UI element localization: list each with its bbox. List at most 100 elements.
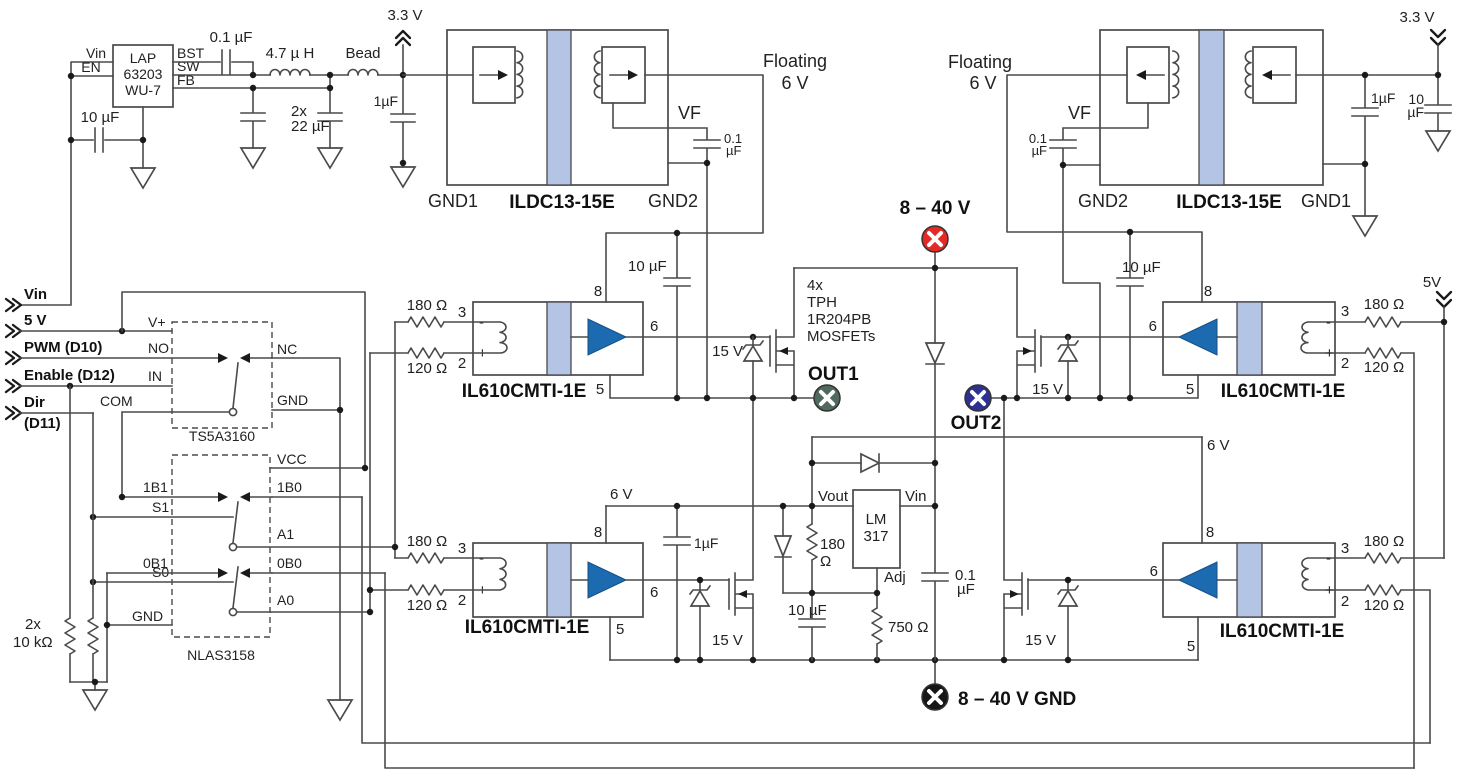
neg-tr: - xyxy=(1326,314,1331,331)
pulldown-qty-label: 2x xyxy=(25,616,41,633)
switch-pivot xyxy=(228,607,238,617)
gnd1-label: GND1 xyxy=(428,191,478,211)
isolator-coil-icon xyxy=(472,321,508,354)
isolator-bottom-right: - + 180 Ω 120 Ω 3 2 8 6 5 IL610CMTI-1E xyxy=(1027,436,1445,744)
zener-tr-label: 15 V xyxy=(1032,381,1063,398)
pin8-tr: 8 xyxy=(1204,283,1212,300)
nlas-s1-label: S1 xyxy=(152,499,169,515)
banana-jack-out1-icon xyxy=(813,384,841,412)
r180-bl-label: 180 Ω xyxy=(407,533,447,550)
ts5a-name: TS5A3160 xyxy=(189,428,255,444)
ground-icon xyxy=(129,167,157,190)
ts5a-nc-label: NC xyxy=(277,341,297,357)
ground-icon xyxy=(389,166,417,189)
pin5-br: 5 xyxy=(1187,638,1195,655)
mosfet-top-right-icon xyxy=(1016,267,1042,399)
lm317-c10-label: 10 µF xyxy=(788,602,827,619)
transformer-coil-icon xyxy=(1244,50,1252,99)
cap-vf-right-label: 0.1 xyxy=(1029,131,1047,146)
input-5v-label: 5 V xyxy=(24,312,47,329)
nlas-switch: NLAS3158 VCC 1B1 S1 1B0 A1 0B1 S0 0B0 A0… xyxy=(89,291,399,683)
nlas-name: NLAS3158 xyxy=(187,647,255,663)
gnd1-right-label: GND1 xyxy=(1301,191,1351,211)
r120-tr-label: 120 Ω xyxy=(1364,359,1404,376)
cap-1uf-left-label: 1µF xyxy=(374,93,398,109)
pulldown-val-label: 10 kΩ xyxy=(13,634,53,651)
pin2-tr: 2 xyxy=(1341,355,1349,372)
pin6-bl: 6 xyxy=(650,584,658,601)
pin8-bl: 8 xyxy=(594,524,602,541)
v6-left-label: 6 V xyxy=(610,486,633,503)
lm317-adj-label: Adj xyxy=(884,569,906,586)
zener-15v-br-icon xyxy=(1056,579,1080,661)
pin3-bl: 3 xyxy=(458,540,466,557)
ferrite-bead-icon xyxy=(347,68,379,76)
bottom-return-wires xyxy=(361,496,1431,769)
r120-bl-label: 120 Ω xyxy=(407,597,447,614)
dcdc-converter-right: 3.3 V 10 µF 1µF GND2 ILDC13-15E GND1 VF … xyxy=(948,9,1452,399)
transformer-coil-icon xyxy=(1172,50,1180,99)
transformer-coil-icon xyxy=(593,50,601,99)
nlas-vcc-label: VCC xyxy=(277,451,307,467)
cap-bst-label: 0.1 µF xyxy=(210,29,253,46)
input-pwm-label: PWM (D10) xyxy=(24,339,102,356)
isolator-coil-icon xyxy=(1300,321,1336,354)
isolation-barrier xyxy=(546,29,572,186)
lm317-c01-label: 0.1 xyxy=(955,567,976,584)
r120-tl-label: 120 Ω xyxy=(407,360,447,377)
mosfet-note-4: MOSFETs xyxy=(807,328,875,345)
power-flow-arrow-icon xyxy=(628,70,638,80)
cap-1uf-right-label: 1µF xyxy=(1371,90,1395,106)
banana-jack-out2-icon xyxy=(964,384,992,412)
contact-arrow-icon xyxy=(218,492,228,502)
nlas-s0-label: S0 xyxy=(152,564,169,580)
banana-jack-gnd-icon xyxy=(921,683,949,711)
pulldown-resistors: 2x 10 kΩ xyxy=(13,385,109,712)
contact-arrow-icon xyxy=(240,353,250,363)
isolator-top-right: - + 180 Ω 120 Ω 3 2 8 6 5 IL610CMTI-1E 5… xyxy=(990,274,1453,769)
floating-left-label: Floating xyxy=(763,51,827,71)
gnd2-right-label: GND2 xyxy=(1078,191,1128,211)
inductor-label: 4.7 µ H xyxy=(266,45,315,62)
pin3-tr: 3 xyxy=(1341,303,1349,320)
out1-label: OUT1 xyxy=(808,364,859,385)
driver-triangle-icon xyxy=(587,561,628,599)
cap-10uf-right-label: 10 xyxy=(1408,91,1424,107)
power-chevron-icon xyxy=(1435,298,1453,309)
gnd2-label: GND2 xyxy=(648,191,698,211)
pin3-tl: 3 xyxy=(458,304,466,321)
ground-icon xyxy=(239,147,267,170)
pin6-tl: 6 xyxy=(650,318,658,335)
floating-right-label: Floating xyxy=(948,52,1012,72)
lm317-name1: LM xyxy=(866,511,887,528)
power-flow-arrow-icon xyxy=(1136,70,1146,80)
switch-blade xyxy=(232,566,239,609)
cap-10uf-in-label: 10 µF xyxy=(81,109,120,126)
vf-label: VF xyxy=(678,103,701,123)
isolator-coil-icon xyxy=(1301,557,1336,591)
isolation-barrier xyxy=(1236,301,1263,376)
driver-triangle-icon xyxy=(587,318,628,356)
pin5-bl: 5 xyxy=(616,621,624,638)
pin6-br: 6 xyxy=(1150,563,1158,580)
pin8-br: 8 xyxy=(1206,524,1214,541)
power-chevron-icon xyxy=(1435,290,1453,301)
zener-br-label: 15 V xyxy=(1025,632,1056,649)
r180-tl-label: 180 Ω xyxy=(407,297,447,314)
isolation-barrier xyxy=(1198,29,1225,186)
nlas-1b1-label: 1B1 xyxy=(143,479,168,495)
ts5a-switch: TS5A3160 V+ NO IN COM NC GND xyxy=(100,314,354,722)
rail-5v-label: 5V xyxy=(1423,274,1441,291)
cap-vf-label: 0.1 xyxy=(724,131,742,146)
mosfet-top-left-icon xyxy=(769,267,795,399)
ts5a-vplus-label: V+ xyxy=(148,314,166,330)
cap-vf-unit: µF xyxy=(726,143,741,158)
ground-icon xyxy=(81,689,109,712)
nlas-a1-label: A1 xyxy=(277,526,294,542)
buck-regulator: LAP 63203 WU-7 Vin EN BST SW FB 10 µF 0.… xyxy=(19,7,423,306)
switch-blade xyxy=(232,362,239,409)
input-enable-label: Enable (D12) xyxy=(24,367,115,384)
cap-1uf-bl-label: 1µF xyxy=(694,535,718,551)
pin5-tl: 5 xyxy=(596,381,604,398)
